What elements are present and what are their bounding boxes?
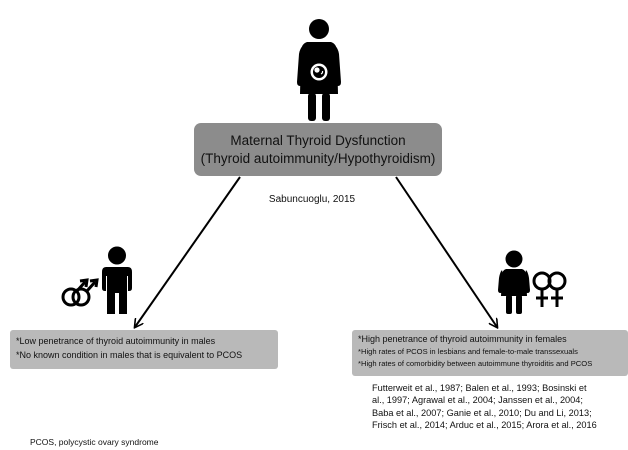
- reference-line: al., 1997; Agrawal et al., 2004; Janssen…: [372, 395, 583, 406]
- females-box-line: *High rates of PCOS in lesbians and fema…: [358, 347, 578, 356]
- top-box-subtitle: (Thyroid autoimmunity/Hypothyroidism): [200, 150, 436, 166]
- arrow-to-males: [135, 176, 241, 327]
- top-box-title: Maternal Thyroid Dysfunction: [230, 132, 406, 148]
- top-box: Maternal Thyroid Dysfunction (Thyroid au…: [194, 123, 442, 176]
- females-box-line: *High penetrance of thyroid autoimmunity…: [358, 334, 567, 344]
- boy-icon: [102, 246, 132, 314]
- double-female-symbol-icon: [532, 271, 567, 307]
- males-box: *Low penetrance of thyroid autoimmunity …: [10, 330, 278, 369]
- footnote: PCOS, polycystic ovary syndrome: [30, 437, 159, 447]
- top-citation: Sabuncuoglu, 2015: [268, 194, 356, 205]
- males-box-line: *No known condition in males that is equ…: [16, 350, 243, 360]
- double-male-symbol-icon: [61, 278, 99, 307]
- arrow-to-females: [395, 176, 497, 327]
- girl-icon: [498, 250, 530, 314]
- females-box: *High penetrance of thyroid autoimmunity…: [352, 330, 628, 376]
- reference-line: Frisch et al., 2014; Arduc et al., 2015;…: [372, 419, 597, 430]
- males-box-line: *Low penetrance of thyroid autoimmunity …: [16, 336, 216, 346]
- reference-line: Futterweit et al., 1987; Balen et al., 1…: [372, 383, 587, 393]
- reference-line: Baba et al., 2007; Ganie et al., 2010; D…: [372, 407, 592, 418]
- pregnant-woman-icon: [297, 19, 341, 121]
- references: Futterweit et al., 1987; Balen et al., 1…: [372, 382, 628, 431]
- fetus-icon: [310, 63, 328, 81]
- females-box-line: *High rates of comorbidity between autoi…: [358, 359, 593, 368]
